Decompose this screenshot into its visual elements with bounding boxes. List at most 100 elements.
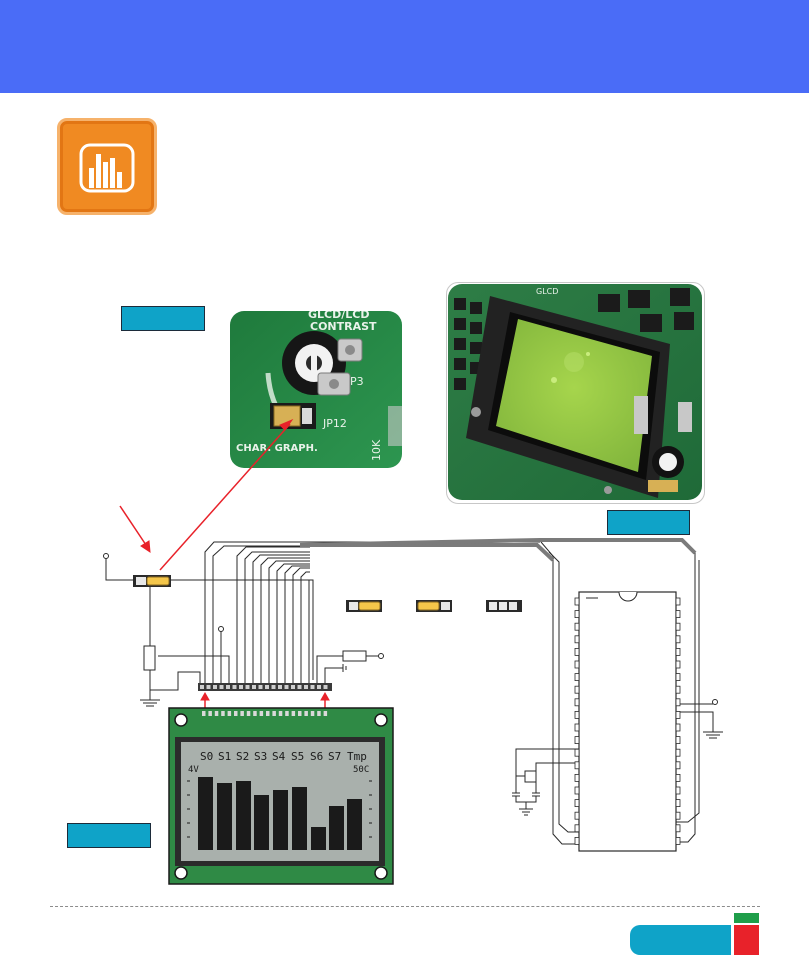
module-pin (221, 711, 225, 716)
footer-divider (50, 906, 760, 907)
module-pin (240, 711, 244, 716)
mcu-pin (574, 799, 580, 807)
glcd-bar (217, 783, 232, 850)
mcu-pin (675, 597, 681, 606)
mcu-pin (574, 685, 580, 694)
microcontroller (574, 591, 681, 852)
glcd-bar (329, 806, 344, 850)
mcu-pin (574, 660, 580, 669)
module-pin (253, 711, 257, 716)
label-box-board (607, 510, 690, 535)
glcd-column-header: S6 (310, 750, 323, 763)
mcu-pin (574, 824, 580, 833)
mcu-pin (675, 811, 681, 820)
mcu-pin (574, 698, 580, 707)
module-pin (246, 711, 251, 716)
header-pin (252, 685, 256, 689)
mcu-pin (675, 660, 681, 669)
glcd-screen (496, 319, 652, 472)
module-pin (278, 711, 283, 716)
mcu-pin (675, 648, 681, 656)
glcd-left-scale: 4V (188, 765, 199, 775)
module-pin (310, 711, 315, 716)
silkscreen-glcd-lcd: GLCD/LCD (308, 311, 369, 321)
module-pin (272, 711, 276, 716)
header-band (0, 0, 809, 93)
module-pin (227, 711, 232, 716)
mcu-pin (675, 799, 681, 807)
header-pin (213, 685, 217, 689)
module-pin (234, 711, 238, 716)
header-pin (206, 685, 211, 689)
glcd-column-header: S5 (291, 750, 304, 763)
mcu-pin (574, 774, 580, 782)
module-pin (202, 711, 206, 716)
mcu-pin (675, 824, 681, 833)
glcd-bar (254, 795, 269, 850)
glcd-column-header: S1 (218, 750, 231, 763)
header-pin (323, 685, 328, 689)
header-pin (232, 685, 237, 689)
red-pointer-arrows (119, 418, 330, 708)
header-pin (317, 685, 321, 689)
mcu-pin (675, 685, 681, 694)
silkscreen-10k: 10K (370, 439, 383, 461)
mcu-pin (675, 774, 681, 782)
header-pin (291, 685, 295, 689)
mcu-pin (574, 711, 580, 719)
glcd-column-header: S0 (200, 750, 213, 763)
header-pin (310, 685, 315, 689)
mcu-pin (574, 648, 580, 656)
module-pin (323, 711, 328, 716)
mcu-pin (675, 698, 681, 707)
module-pin (266, 711, 270, 716)
header-pin (258, 685, 263, 689)
header-pin (245, 685, 250, 689)
mcu-pin (574, 597, 580, 606)
jumper-legend (346, 600, 522, 612)
header-pin (304, 685, 308, 689)
glcd-bar (236, 781, 251, 850)
header-pin (265, 685, 269, 689)
label-box-glcd (67, 823, 151, 848)
contrast-jumper-photo: GLCD/LCD CONTRAST P3 JP12 CHAR. GRAPH. 1… (230, 311, 402, 468)
module-pin (304, 711, 308, 716)
mcu-pin (675, 673, 681, 681)
glcd-bar (311, 827, 326, 850)
mcu-pin (574, 837, 580, 845)
mcu-pin (574, 761, 580, 770)
mcu-pin (574, 736, 580, 744)
module-pin (285, 711, 289, 716)
silkscreen-p3: P3 (350, 375, 364, 388)
mcu-pin (574, 610, 580, 618)
module-pin (214, 711, 219, 716)
module-pin (259, 711, 264, 716)
mcu-pin (675, 622, 681, 631)
header-pin (278, 685, 282, 689)
mcu-pin (675, 610, 681, 618)
mcu-pin (675, 761, 681, 770)
glcd-bar (347, 799, 362, 850)
header-pin (219, 685, 224, 689)
glcd-column-header: Tmp (347, 750, 367, 763)
glcd-bar (273, 790, 288, 850)
mcu-pin (675, 635, 681, 644)
header-pin (297, 685, 302, 689)
mcu-pin (574, 786, 580, 795)
glcd-right-scale: 50C (353, 765, 369, 775)
bar-chart-glyph (79, 143, 135, 193)
header-pin (226, 685, 230, 689)
mcu-pin (574, 673, 580, 681)
glcd-bar (292, 787, 307, 850)
mcu-pin (675, 786, 681, 795)
header-pin (271, 685, 276, 689)
glcd-column-header: S3 (254, 750, 267, 763)
page-flag-green (734, 913, 759, 923)
module-pin (298, 711, 302, 716)
page-number-tab (630, 925, 731, 955)
silkscreen-contrast: CONTRAST (310, 320, 377, 333)
silkscreen-char-graph: CHAR. GRAPH. (236, 443, 318, 454)
header-pin (200, 685, 204, 689)
